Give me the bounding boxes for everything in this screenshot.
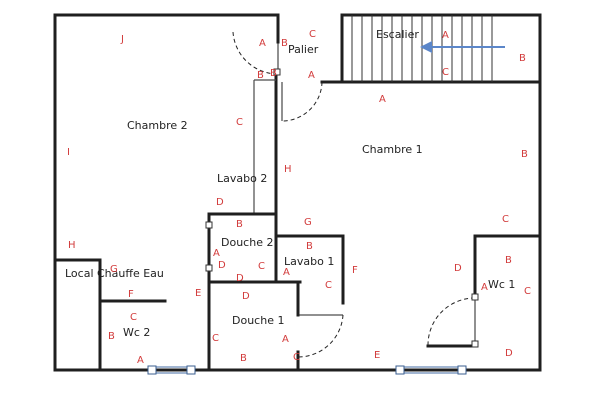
room-label-douche-1: Douche 1 <box>232 314 284 327</box>
door-hinge <box>273 68 281 76</box>
wall-letters: J A B C A B A B C B A I C B H C G D B H … <box>67 29 531 366</box>
door-hinge <box>205 264 213 272</box>
wall-letter: B <box>236 219 243 230</box>
room-label-douche-2: Douche 2 <box>221 236 273 249</box>
wall-letter: B <box>270 68 277 79</box>
wall-letter: A <box>282 334 289 345</box>
wall-letter: C <box>309 29 316 40</box>
window-post <box>147 365 157 375</box>
room-label-escalier: Escalier <box>376 28 419 41</box>
wall-letter: C <box>258 261 265 272</box>
wall-letter: A <box>213 248 220 259</box>
wall-letter: B <box>108 331 115 342</box>
wall-letter: H <box>284 164 292 175</box>
wall-letter: D <box>242 291 250 302</box>
wall-letter: C <box>524 286 531 297</box>
wall-letter: B <box>281 38 288 49</box>
wall-letter: D <box>505 348 513 359</box>
wall-letter: B <box>257 70 264 81</box>
wall-letter: C <box>130 312 137 323</box>
wall-letter: C <box>502 214 509 225</box>
wall-letter: G <box>304 217 312 228</box>
wall-letter: B <box>240 353 247 364</box>
wall-letter: C <box>442 67 449 78</box>
wall-letter: H <box>68 240 76 251</box>
wall-letter: D <box>216 197 224 208</box>
door-hinge <box>205 221 213 229</box>
window-post <box>186 365 196 375</box>
left-arrow-icon <box>420 41 505 53</box>
wall-letter: A <box>283 267 290 278</box>
wall-letter: D <box>236 273 244 284</box>
windows <box>147 365 467 375</box>
room-label-wc-1: Wc 1 <box>488 278 515 291</box>
wall-letter: A <box>379 94 386 105</box>
wall-letter: B <box>521 149 528 160</box>
room-label-lavabo-1: Lavabo 1 <box>284 255 334 268</box>
room-labels: Chambre 2 Chambre 1 Palier Escalier Lava… <box>65 28 515 339</box>
wall-letter: F <box>352 265 358 276</box>
wall-letter: A <box>481 282 488 293</box>
room-label-lavabo-2: Lavabo 2 <box>217 172 267 185</box>
wall-letter: G <box>110 264 118 275</box>
room-label-palier: Palier <box>288 43 319 56</box>
window-post <box>457 365 467 375</box>
wall-letter: E <box>374 350 380 361</box>
door-hinge <box>471 293 479 301</box>
wall-letter: D <box>454 263 462 274</box>
wall-letter: I <box>67 147 70 158</box>
door-wc1 <box>427 297 476 346</box>
wall-letter: C <box>325 280 332 291</box>
room-label-chambre-2: Chambre 2 <box>127 119 188 132</box>
wall-letter: A <box>308 70 315 81</box>
wall-letter: J <box>120 34 124 45</box>
wall-letter: E <box>195 288 201 299</box>
room-label-wc-2: Wc 2 <box>123 326 150 339</box>
window-post <box>395 365 405 375</box>
wall-letter: B <box>306 241 313 252</box>
staircase <box>351 15 505 82</box>
wall-letter: B <box>519 53 526 64</box>
room-label-chambre-1: Chambre 1 <box>362 143 423 156</box>
doors <box>205 31 479 358</box>
wall-letter: C <box>212 333 219 344</box>
wall-letter: B <box>505 255 512 266</box>
door-chambre1 <box>281 81 323 122</box>
interior-walls <box>53 13 542 372</box>
wall-letter: F <box>128 289 134 300</box>
wall-letter: A <box>442 30 449 41</box>
wall-letter: C <box>236 117 243 128</box>
wall-letter: A <box>137 355 144 366</box>
outer-walls <box>53 13 542 372</box>
wall-letter: A <box>259 38 266 49</box>
wall-letter: C <box>293 352 300 363</box>
wall-letter: D <box>218 260 226 271</box>
door-hinge <box>471 340 479 348</box>
door-douche1 <box>297 314 344 358</box>
room-label-local-chauffe-eau: Local Chauffe Eau <box>65 267 164 280</box>
